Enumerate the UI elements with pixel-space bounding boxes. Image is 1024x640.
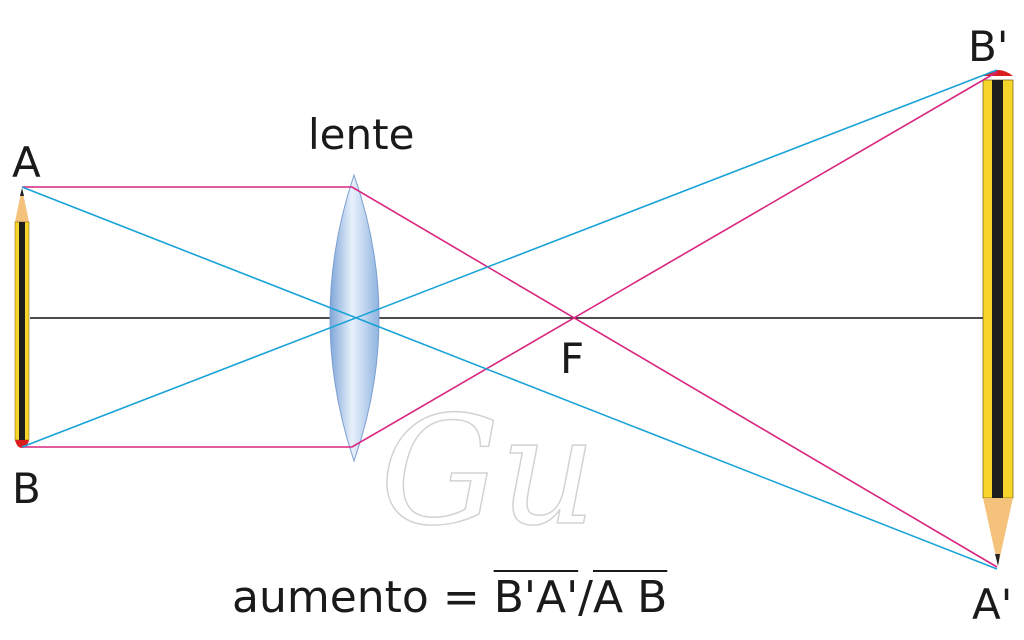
magnification-formula: aumento = B'A'/A B: [232, 572, 667, 623]
formula-numerator: B'A': [493, 572, 579, 623]
parallel-ray-b: [22, 71, 998, 448]
formula-slash: /: [578, 572, 593, 623]
image-pencil: [982, 70, 1014, 566]
center-ray-a: [21, 186, 998, 570]
label-lens: lente: [308, 110, 415, 159]
label-a-prime: A': [972, 580, 1013, 629]
object-pencil: [14, 188, 30, 448]
label-focus: F: [560, 334, 585, 383]
watermark-logo: Gu: [379, 384, 597, 560]
label-b-prime: B': [968, 22, 1009, 71]
label-b: B: [12, 464, 41, 513]
formula-prefix: aumento =: [232, 572, 494, 623]
formula-denominator: A B: [593, 572, 668, 623]
center-ray-b: [21, 69, 998, 448]
parallel-ray-a: [22, 186, 998, 568]
label-a: A: [12, 138, 41, 187]
